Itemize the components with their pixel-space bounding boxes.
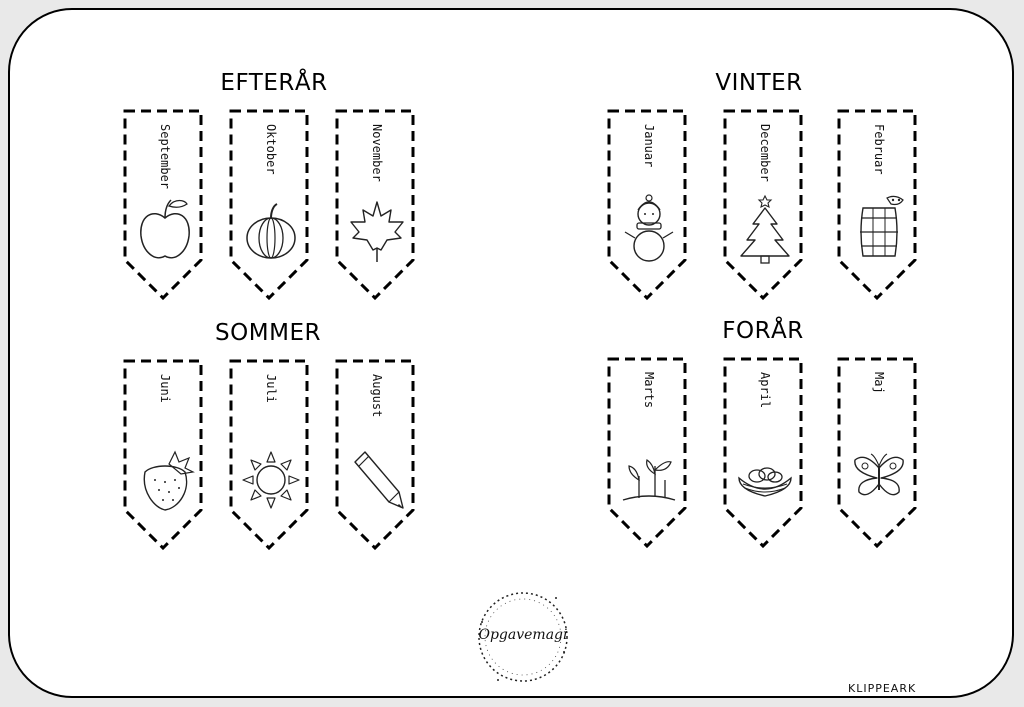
logo-text: Opgavemagi (478, 627, 568, 643)
month-label: December (758, 124, 772, 182)
title-autumn: EFTERÅR (220, 70, 328, 96)
bookmark-december: December (722, 108, 808, 304)
bookmark-september: September (122, 108, 208, 304)
sun-icon (242, 451, 300, 509)
bookmark-juli: Juli (228, 358, 314, 554)
month-label: Februar (872, 124, 886, 175)
bookmark-april: April (722, 356, 808, 552)
bookmark-november: November (334, 108, 420, 304)
cut-outline (607, 357, 687, 549)
worksheet: EFTERÅR VINTER SOMMER FORÅR September Ok… (8, 8, 1014, 698)
month-label: Januar (642, 124, 656, 168)
cut-outline (837, 357, 917, 549)
month-label: Maj (872, 372, 886, 394)
cut-outline (335, 359, 415, 551)
logo-ring (478, 592, 568, 682)
cut-outline (723, 357, 803, 549)
bookmark-maj: Maj (836, 356, 922, 552)
month-label: Juni (158, 374, 172, 403)
christmas-tree-icon (740, 194, 790, 264)
cut-outline (837, 109, 917, 301)
strawberry-icon (143, 450, 195, 511)
title-winter: VINTER (715, 70, 803, 96)
month-label: September (158, 124, 172, 190)
pumpkin-icon (246, 203, 296, 259)
bookmark-marts: Marts (606, 356, 692, 552)
nest-icon (738, 467, 792, 497)
maple-leaf-icon (350, 201, 404, 262)
bookmark-februar: Februar (836, 108, 922, 304)
cut-outline (229, 359, 309, 551)
bookmark-oktober: Oktober (228, 108, 314, 304)
bookmark-august: August (334, 358, 420, 554)
title-summer: SOMMER (215, 320, 321, 346)
month-label: August (370, 374, 384, 418)
month-label: Marts (642, 372, 656, 409)
cut-outline (123, 359, 203, 551)
cut-outline (607, 109, 687, 301)
opgavemagi-logo: Opgavemagi (468, 582, 578, 692)
title-spring: FORÅR (722, 318, 804, 344)
pencil-icon (354, 451, 404, 509)
footer-label: KLIPPEARK (848, 682, 917, 695)
butterfly-icon (854, 453, 904, 496)
sprout-icon (622, 459, 676, 501)
cut-outline (335, 109, 415, 301)
bookmark-juni: Juni (122, 358, 208, 554)
barrel-carnival-icon (860, 195, 904, 257)
bookmark-januar: Januar (606, 108, 692, 304)
cut-outline (123, 109, 203, 301)
month-label: Juli (264, 374, 278, 403)
month-label: November (370, 124, 384, 182)
month-label: April (758, 372, 772, 409)
month-label: Oktober (264, 124, 278, 175)
cut-outline (723, 109, 803, 301)
apple-icon (140, 199, 190, 259)
cut-outline (229, 109, 309, 301)
snowman-icon (624, 194, 674, 262)
